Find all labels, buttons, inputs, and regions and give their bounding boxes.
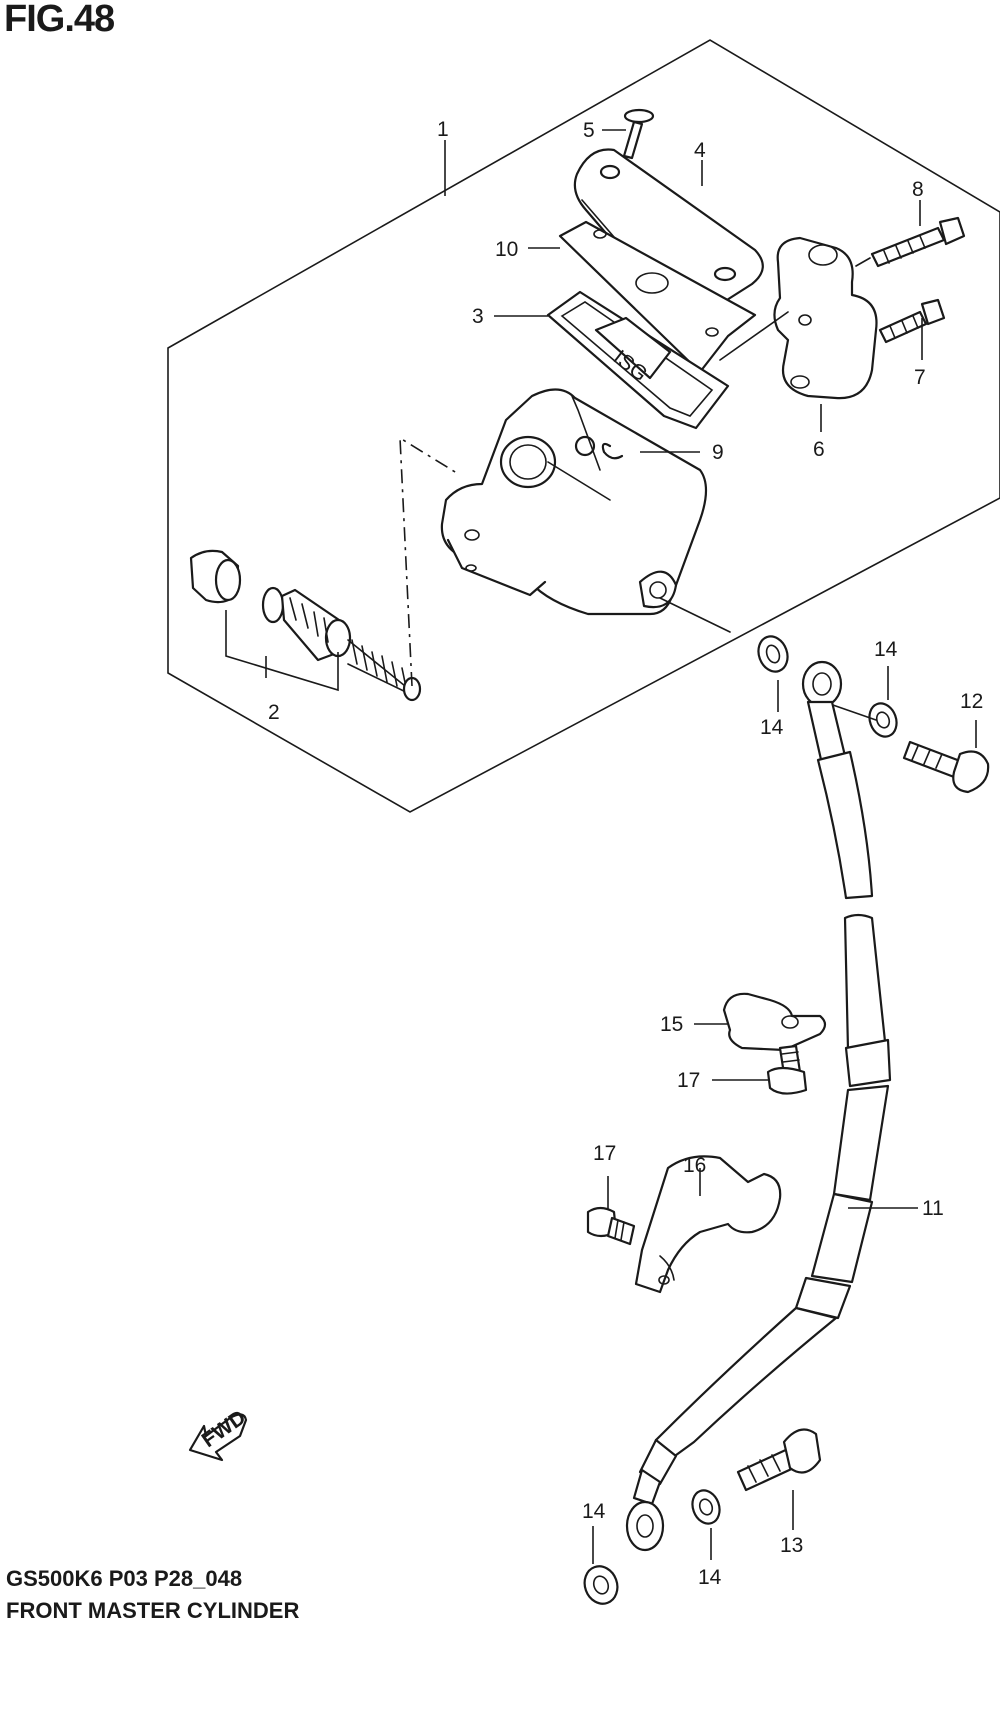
piston-set-part: [189, 549, 422, 702]
callout-14-lower-right: 14: [698, 1566, 722, 1589]
lower-washer-right-part: [691, 1489, 721, 1525]
callout-12: 12: [960, 690, 983, 713]
callout-3: 3: [472, 305, 484, 328]
model-code: GS500K6 P03 P28_048: [6, 1566, 243, 1591]
callout-10: 10: [495, 238, 518, 261]
clamp-bolt-b-part: [586, 1206, 636, 1246]
callout-7: 7: [914, 366, 926, 389]
callout-4: 4: [694, 139, 706, 162]
callout-5: 5: [583, 119, 595, 142]
callout-6: 6: [813, 438, 825, 461]
hose-clamp-part: [722, 992, 827, 1052]
callout-16: 16: [683, 1154, 706, 1177]
hose-bracket-part: [634, 1155, 782, 1294]
callout-13: 13: [780, 1534, 803, 1557]
callout-17-upper: 17: [677, 1069, 700, 1092]
forward-direction-arrow: FWD: [188, 1406, 250, 1462]
clamp-axis-line: [719, 257, 871, 361]
callout-14-upper-left: 14: [760, 716, 784, 739]
lower-washer-left-part: [583, 1565, 619, 1605]
master-cylinder-body-part: [440, 388, 708, 616]
callout-15: 15: [660, 1013, 683, 1036]
upper-union-bolt-part: [902, 740, 990, 794]
piston-axis-line: [399, 436, 461, 687]
callout-11: 11: [922, 1197, 944, 1220]
brake-hose-part: [625, 660, 892, 1552]
lower-union-bolt-part: [736, 1428, 822, 1492]
clamp-bolt-a-part: [766, 1044, 808, 1095]
clamp-bolt-short-part: [878, 298, 946, 344]
upper-washer-left-part: [757, 635, 789, 673]
reservoir-plate-part: [558, 220, 757, 374]
callout-labels: 1 5 4 8 10 3 7 9 6 2 14 12 14 15 17 17 1…: [268, 118, 983, 1589]
cap-screw-part: [622, 108, 655, 160]
clamp-bolt-long-part: [870, 216, 966, 268]
upper-washer-right-part: [868, 702, 898, 738]
assembly-name: FRONT MASTER CYLINDER: [6, 1598, 300, 1623]
assembly-boundary: [167, 39, 1000, 813]
callout-17-lower: 17: [593, 1142, 616, 1165]
clip-part: [601, 442, 624, 460]
callout-14-lower-left: 14: [582, 1500, 606, 1523]
callout-1: 1: [437, 118, 449, 141]
callout-9: 9: [712, 441, 724, 464]
figure-title: FIG.48: [4, 0, 115, 40]
leader-lines: [225, 129, 977, 1564]
callout-2: 2: [268, 701, 280, 724]
callout-8: 8: [912, 178, 924, 201]
handlebar-clamp-part: [773, 236, 878, 400]
upper-union-axis-line: [659, 597, 877, 721]
callout-14-upper-right: 14: [874, 638, 898, 661]
